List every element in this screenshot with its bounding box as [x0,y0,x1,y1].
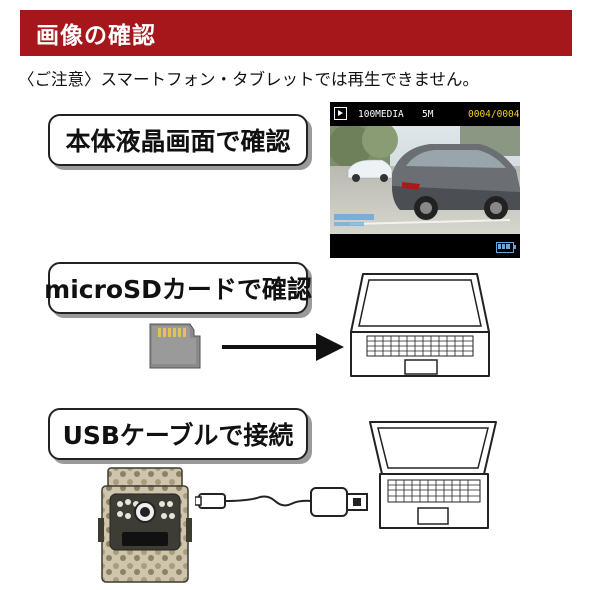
lcd-resolution: 5M [422,109,434,120]
microsd-card-icon [149,323,201,369]
lcd-photo-car [330,126,520,234]
method-label-usb: USBケーブルで接続 [48,408,308,460]
caution-note: 〈ご注意〉スマートフォン・タブレットでは再生できません。 [18,70,480,89]
battery-icon [496,242,516,253]
play-icon [334,107,347,120]
usb-cable-icon [195,487,368,517]
section-title: 画像の確認 [36,23,156,49]
lcd-folder: 100MEDIA [358,109,404,120]
section-header: 画像の確認 [20,10,572,56]
method-label-lcd: 本体液晶画面で確認 [48,114,308,166]
laptop-icon [350,273,490,377]
lcd-status-bar: 100MEDIA 5M 0004/0004 [330,102,520,126]
lcd-bottom-bar [330,234,520,258]
lcd-counter: 0004/0004 [468,109,520,120]
method-label-microsd: microSDカードで確認 [44,262,312,314]
trail-camera-icon [98,467,192,583]
lcd-screen-preview: 100MEDIA 5M 0004/0004 [330,102,520,258]
laptop-icon [369,421,497,529]
arrow-right-icon [222,333,344,361]
